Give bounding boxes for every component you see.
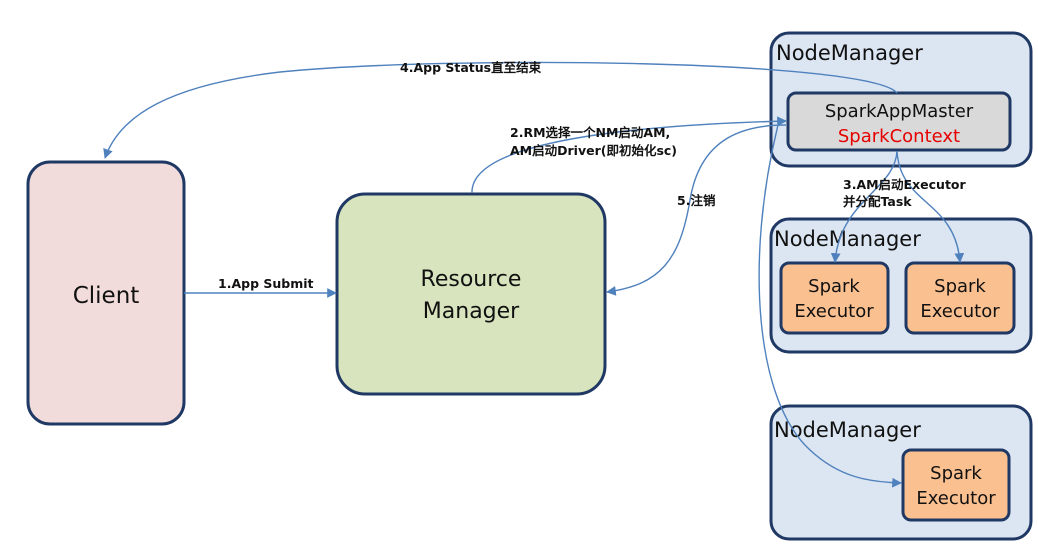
edge-rm-start-am <box>471 116 787 194</box>
resource-manager-label-line2: Manager <box>423 299 520 324</box>
label-am-start-exec-line2: 并分配Task <box>843 194 912 209</box>
spark-executor-2-line2: Executor <box>920 301 1000 322</box>
node-manager-2: NodeManager Spark Executor Spark Executo… <box>769 217 1033 354</box>
spark-executor-2: Spark Executor <box>904 261 1016 335</box>
label-rm-select-line2: AM启动Driver(即初始化sc) <box>510 143 677 158</box>
spark-app-master: SparkAppMaster SparkContext <box>786 91 1012 152</box>
node-manager-1: NodeManager SparkAppMaster SparkContext <box>769 31 1033 168</box>
spark-executor-3-line1: Spark <box>930 463 982 484</box>
label-app-submit: 1.App Submit <box>218 276 314 291</box>
spark-context-label: SparkContext <box>838 126 960 147</box>
label-am-start-exec-line1: 3.AM启动Executor <box>843 177 967 192</box>
label-app-status: 4.App Status直至结束 <box>400 60 542 75</box>
node-manager-2-label: NodeManager <box>774 227 921 251</box>
resource-manager-node: Resource Manager <box>335 192 607 396</box>
spark-executor-3: Spark Executor <box>901 448 1011 522</box>
spark-executor-2-line1: Spark <box>934 276 986 297</box>
node-manager-3: NodeManager Spark Executor <box>769 404 1033 541</box>
client-node: Client <box>26 160 186 426</box>
spark-app-master-label: SparkAppMaster <box>825 101 974 122</box>
label-unregister: 5.注销 <box>677 193 716 208</box>
label-rm-select-line1: 2.RM选择一个NM启动AM, <box>510 125 670 140</box>
spark-executor-1: Spark Executor <box>779 261 890 335</box>
edges <box>103 61 965 488</box>
node-manager-1-label: NodeManager <box>776 41 923 65</box>
edge-start-executor-3 <box>758 124 902 488</box>
client-label: Client <box>73 283 140 309</box>
node-manager-3-label: NodeManager <box>774 418 921 442</box>
spark-executor-1-line1: Spark <box>808 276 860 297</box>
edge-unregister <box>606 124 787 296</box>
edge-start-executor-2 <box>896 150 965 263</box>
spark-executor-1-line2: Executor <box>794 301 874 322</box>
spark-executor-3-line2: Executor <box>916 488 996 509</box>
edge-app-status <box>103 61 898 159</box>
resource-manager-label-line1: Resource <box>421 267 522 292</box>
edge-start-executor-1 <box>830 150 898 263</box>
